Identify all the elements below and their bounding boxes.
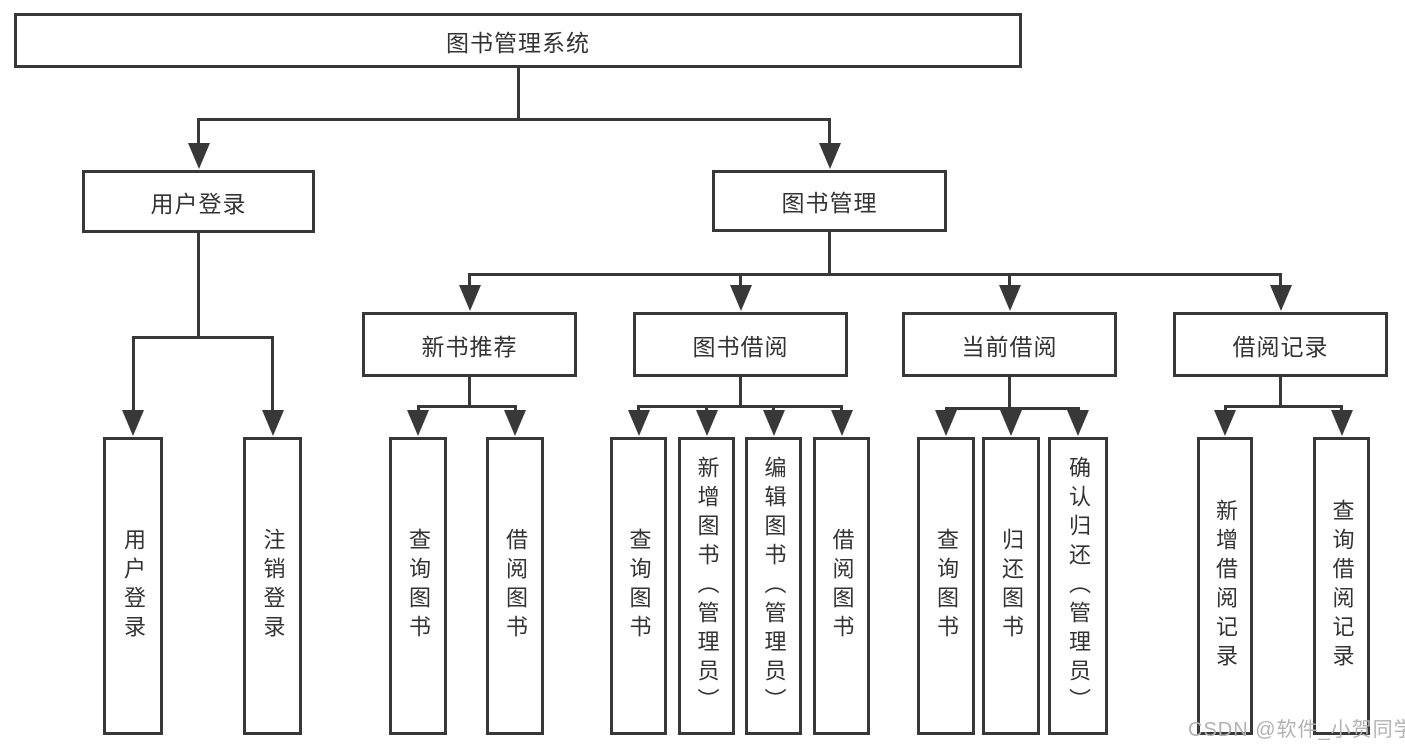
connector-line [131, 336, 274, 339]
connector-line [131, 336, 135, 412]
node-label-bb-add-book: 新增图书（管理员） [694, 455, 720, 717]
node-bb-borrow-book: 借阅图书 [813, 437, 870, 735]
node-label-rec-borrow-book: 借阅图书 [503, 528, 528, 644]
connector-line [772, 405, 775, 412]
connector-line [1008, 273, 1011, 287]
connector-arrow-icon [830, 410, 853, 436]
connector-arrow-icon [122, 410, 144, 436]
node-bb-edit-book: 编辑图书（管理员） [745, 437, 802, 735]
connector-line [197, 118, 831, 121]
connector-line [1223, 405, 1227, 412]
connector-line [197, 231, 200, 339]
connector-arrow-icon [998, 285, 1021, 311]
node-cb-confirm-return: 确认归还（管理员） [1048, 437, 1108, 735]
node-label-br-add-record: 新增借阅记录 [1213, 499, 1238, 673]
connector-line [705, 405, 708, 412]
connector-line [828, 118, 831, 145]
node-user-login: 用户登录 [82, 170, 315, 233]
node-label-book-borrow: 图书借阅 [692, 333, 789, 360]
connector-line [1279, 273, 1282, 287]
node-label-book-mgmt: 图书管理 [781, 190, 878, 216]
connector-arrow-icon [695, 410, 718, 436]
connector-line [468, 375, 471, 408]
node-label-cb-confirm-return: 确认归还（管理员） [1066, 455, 1091, 717]
node-label-current-borrow: 当前借阅 [961, 333, 1058, 360]
node-cb-query-book: 查询图书 [917, 437, 975, 735]
node-label-bb-borrow-book: 借阅图书 [829, 528, 855, 644]
node-br-query-record: 查询借阅记录 [1313, 437, 1370, 735]
node-login-op: 用户登录 [103, 437, 163, 735]
connector-arrow-icon [1269, 285, 1292, 311]
node-label-logout-op: 注销登录 [260, 528, 286, 644]
node-book-mgmt: 图书管理 [712, 170, 947, 232]
connector-line [1008, 375, 1011, 410]
connector-line [840, 405, 843, 412]
node-new-book-rec: 新书推荐 [362, 312, 577, 377]
csdn-watermark: CSDN @软件_小贺同学 [1188, 719, 1405, 741]
node-label-cb-query-book: 查询图书 [934, 528, 959, 644]
connector-arrow-icon [1330, 410, 1353, 436]
connector-line [828, 230, 831, 276]
connector-arrow-icon [504, 410, 526, 436]
connector-arrow-icon [762, 410, 785, 436]
node-logout-op: 注销登录 [243, 437, 302, 735]
node-label-cb-return-book: 归还图书 [999, 528, 1024, 644]
node-label-bb-query-book: 查询图书 [626, 528, 652, 644]
node-label-root: 图书管理系统 [446, 29, 590, 56]
connector-line [1340, 405, 1343, 412]
node-label-new-book-rec: 新书推荐 [421, 333, 518, 360]
connector-arrow-icon [458, 285, 481, 311]
node-label-login-op: 用户登录 [121, 528, 146, 644]
connector-line [271, 336, 274, 412]
node-bb-query-book: 查询图书 [610, 437, 667, 735]
connector-line [1223, 405, 1343, 408]
connector-arrow-icon [935, 410, 957, 436]
connector-line [637, 405, 640, 412]
connector-arrow-icon [261, 410, 284, 436]
connector-line [1279, 375, 1282, 408]
node-root: 图书管理系统 [14, 13, 1022, 68]
connector-line [416, 405, 517, 408]
connector-arrow-icon [627, 410, 650, 436]
connector-arrow-icon [729, 285, 752, 311]
connector-arrow-icon [1000, 410, 1022, 436]
node-label-rec-query-book: 查询图书 [406, 528, 431, 644]
connector-arrow-icon [187, 143, 210, 169]
node-rec-query-book: 查询图书 [389, 437, 447, 735]
connector-line [1009, 407, 1013, 412]
node-label-br-query-record: 查询借阅记录 [1329, 499, 1355, 673]
connector-line [416, 405, 420, 412]
node-br-add-record: 新增借阅记录 [1197, 437, 1253, 735]
node-label-borrow-records: 借阅记录 [1232, 333, 1329, 360]
connector-line [637, 405, 843, 408]
connector-arrow-icon [1214, 410, 1236, 436]
connector-line [1076, 407, 1080, 412]
node-rec-borrow-book: 借阅图书 [486, 437, 544, 735]
node-cb-return-book: 归还图书 [982, 437, 1040, 735]
connector-arrow-icon [818, 143, 841, 169]
connector-line [739, 375, 742, 408]
connector-line [468, 273, 471, 287]
node-book-borrow: 图书借阅 [633, 312, 848, 377]
connector-line [197, 118, 200, 145]
connector-line [513, 405, 517, 412]
node-bb-add-book: 新增图书（管理员） [678, 437, 735, 735]
node-borrow-records: 借阅记录 [1173, 312, 1388, 377]
node-label-bb-edit-book: 编辑图书（管理员） [761, 455, 787, 717]
node-current-borrow: 当前借阅 [902, 312, 1117, 377]
connector-line [468, 273, 1282, 276]
connector-line [516, 66, 520, 121]
connector-line [739, 273, 742, 287]
node-label-user-login: 用户登录 [150, 190, 247, 217]
connector-arrow-icon [407, 410, 429, 436]
connector-arrow-icon [1067, 410, 1089, 436]
connector-line [944, 407, 948, 412]
